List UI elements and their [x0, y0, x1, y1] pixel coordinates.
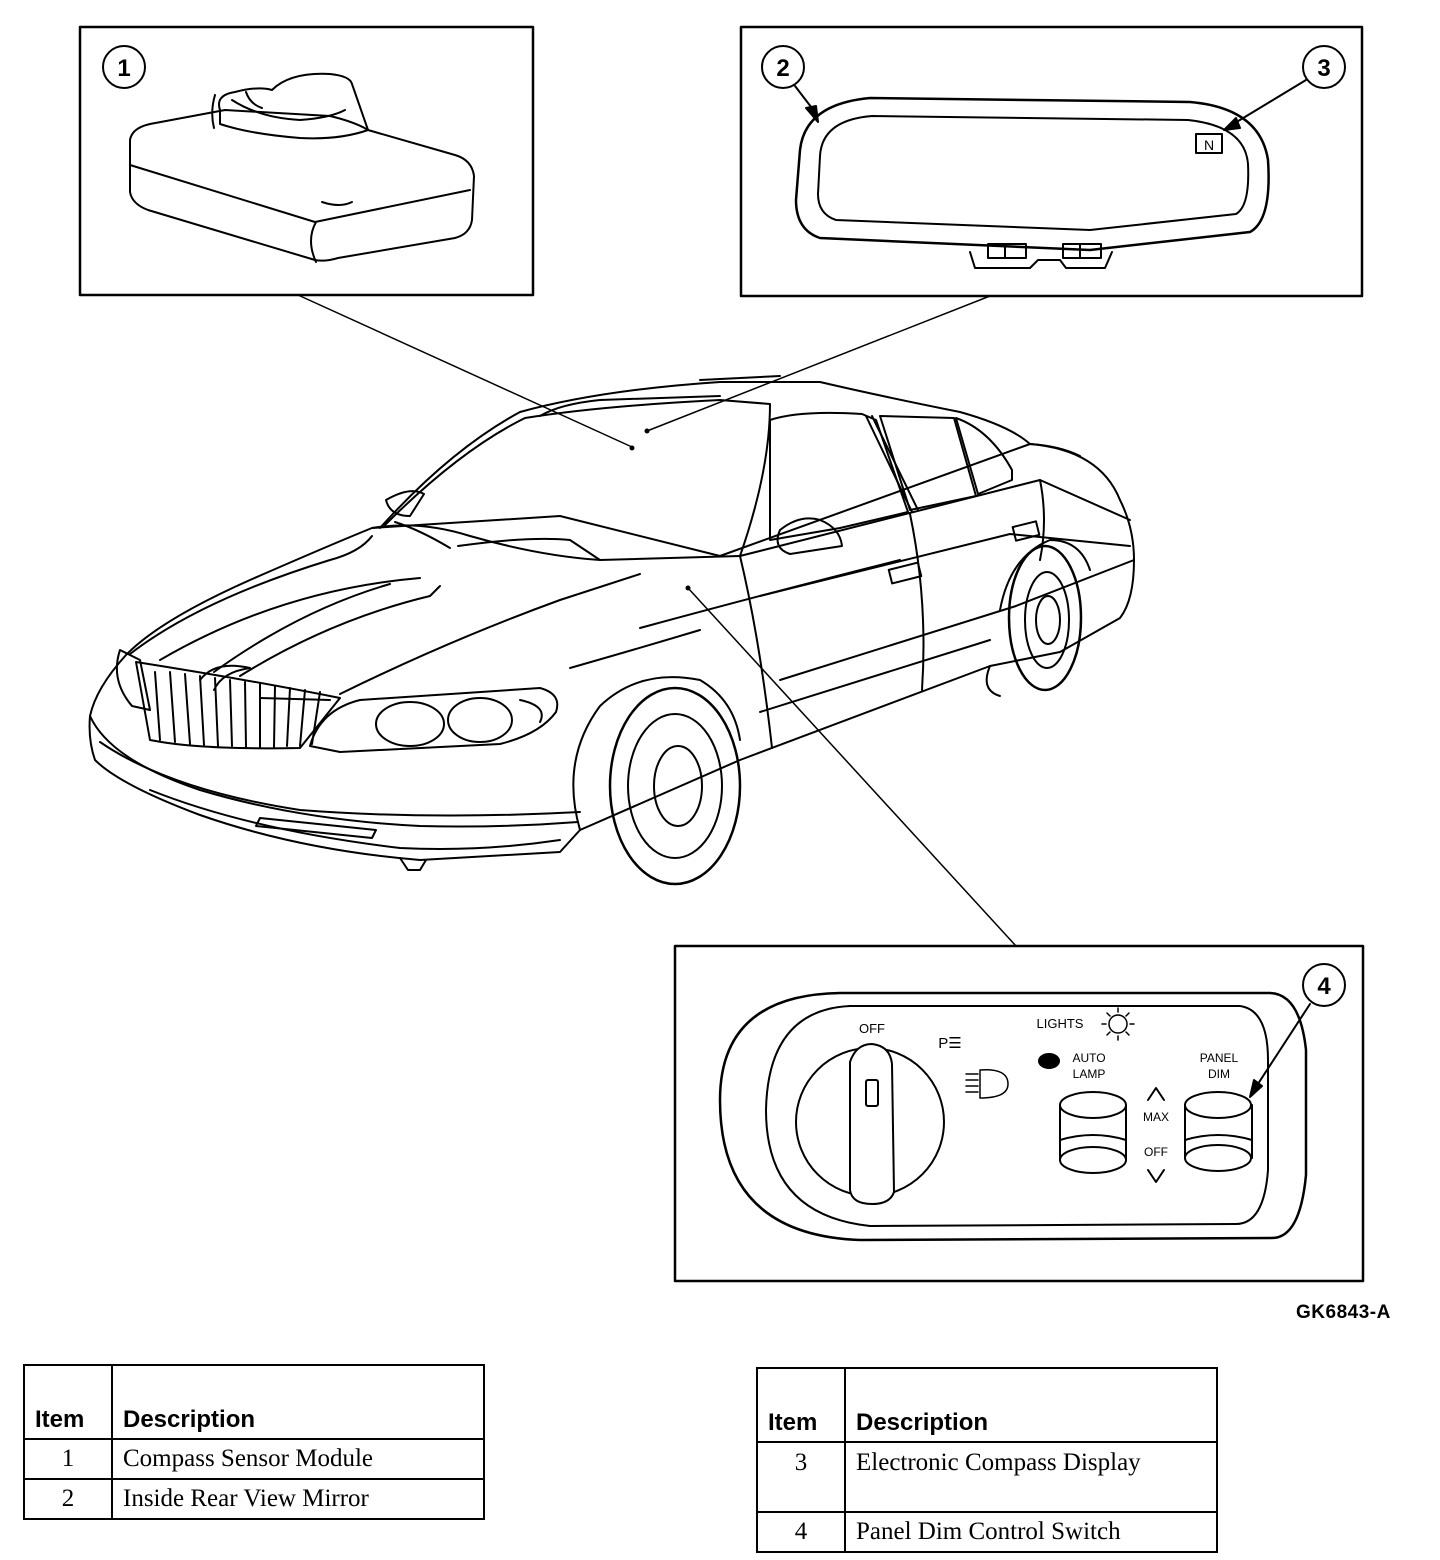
header-description: Description	[844, 1367, 1218, 1443]
leader-arrow-2	[794, 85, 819, 123]
table-row: 1 Compass Sensor Module	[23, 1438, 485, 1480]
legend-header-row: Item Description	[23, 1364, 485, 1440]
callout-4: 4	[1317, 973, 1331, 1000]
inset-headlamp-switch: 4 OFF P☰ LIGHTS	[673, 944, 1365, 1283]
row-description: Compass Sensor Module	[111, 1438, 485, 1480]
leader-lines	[297, 294, 1017, 947]
car-drawing	[88, 375, 1135, 886]
row-item: 3	[756, 1441, 846, 1513]
legend-header-row: Item Description	[756, 1367, 1218, 1443]
panel-label: PANEL	[1200, 1051, 1239, 1065]
row-description: Inside Rear View Mirror	[111, 1478, 485, 1520]
leader-arrow-4	[1249, 1003, 1311, 1098]
row-item: 4	[756, 1511, 846, 1553]
header-description: Description	[111, 1364, 485, 1440]
leader-arrow-3	[1223, 79, 1307, 131]
compass-sensor-module-drawing	[129, 72, 475, 263]
table-row: 3 Electronic Compass Display	[756, 1441, 1218, 1513]
headlamp-icon	[965, 1069, 1009, 1099]
legend-table-right: Item Description 3 Electronic Compass Di…	[756, 1367, 1218, 1553]
header-item: Item	[756, 1367, 846, 1443]
max-label: MAX	[1143, 1110, 1169, 1124]
dim-label: DIM	[1208, 1067, 1230, 1081]
panel-dim-thumbwheel[interactable]	[1184, 1091, 1253, 1172]
callout-circle-2	[761, 45, 805, 89]
table-row: 4 Panel Dim Control Switch	[756, 1511, 1218, 1553]
callout-circle-3	[1302, 45, 1346, 89]
compass-display-letter: N	[1204, 137, 1214, 153]
row-description: Panel Dim Control Switch	[844, 1511, 1218, 1553]
callout-circle-4	[1302, 963, 1346, 1007]
callout-1: 1	[117, 55, 130, 82]
mirror-drawing	[794, 96, 1270, 269]
lamp-label: LAMP	[1073, 1067, 1106, 1081]
callout-3: 3	[1317, 55, 1330, 82]
switch-bezel-outer	[718, 991, 1308, 1242]
down-arrow-icon	[1147, 1169, 1165, 1183]
compass-display	[1195, 133, 1223, 154]
table-row: 2 Inside Rear View Mirror	[23, 1478, 485, 1520]
up-arrow-icon	[1147, 1087, 1165, 1101]
row-item: 2	[23, 1478, 113, 1520]
auto-lamp-thumbwheel[interactable]	[1059, 1091, 1127, 1174]
figure-id: GK6843-A	[1296, 1302, 1391, 1323]
inset-rear-view-mirror: 2 3 N	[739, 25, 1364, 298]
header-item: Item	[23, 1364, 113, 1440]
row-description: Electronic Compass Display	[844, 1441, 1218, 1513]
sun-icon	[1101, 1007, 1135, 1041]
row-item: 1	[23, 1438, 113, 1480]
off-position-label: OFF	[859, 1021, 885, 1036]
switch-bezel-inner	[765, 1005, 1269, 1227]
legend-table-left: Item Description 1 Compass Sensor Module…	[23, 1364, 485, 1520]
off-label-secondary: OFF	[1144, 1145, 1168, 1159]
inset-compass-sensor: 1	[78, 25, 535, 297]
component-location-diagram: 1 2 3 N	[78, 25, 1365, 1283]
auto-label: AUTO	[1072, 1051, 1105, 1065]
callout-2: 2	[776, 55, 789, 82]
auto-lamp-indicator	[1038, 1053, 1060, 1069]
lights-label: LIGHTS	[1037, 1016, 1084, 1031]
park-lamp-symbol: P☰	[938, 1035, 961, 1052]
headlamp-rotary-knob[interactable]	[795, 1043, 945, 1205]
callout-circle-1	[102, 45, 146, 89]
